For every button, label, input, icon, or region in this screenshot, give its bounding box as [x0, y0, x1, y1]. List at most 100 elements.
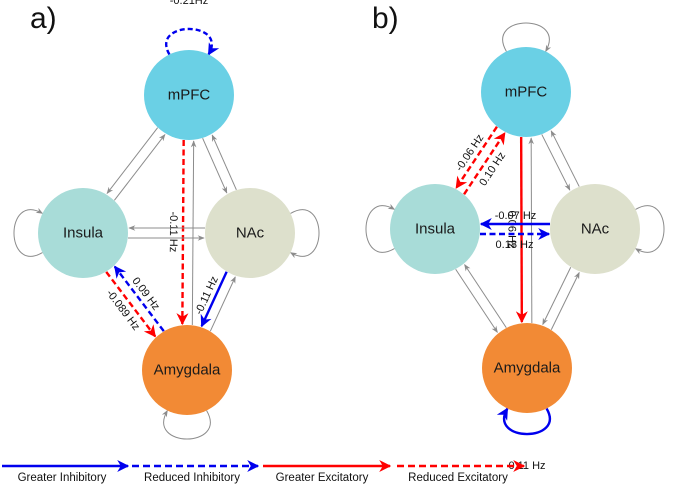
- self-loop-insula: [365, 203, 396, 253]
- edge-line: [464, 264, 507, 328]
- self-loop-mpfc: [165, 27, 220, 56]
- legend-label-greater-inhibitory: Greater Inhibitory: [18, 472, 107, 484]
- self-loop-nac: [634, 205, 665, 255]
- node-amygdala: Amygdala: [482, 323, 572, 413]
- panel-b-nodes: mPFC Insula NAc Amygdala: [390, 47, 640, 413]
- edge-label: -0.11 Hz: [167, 211, 179, 252]
- edge-nac-to-nac: [634, 205, 665, 255]
- node-mpfc-label: mPFC: [505, 84, 548, 101]
- edge-line: [113, 265, 165, 332]
- edge-mpfc-to-amygdala: 0.06 Hz: [505, 137, 528, 324]
- edge-line: [550, 271, 580, 330]
- edge-line: [190, 140, 197, 326]
- edge-label: 0.11 Hz: [508, 460, 545, 472]
- edge-line: [176, 139, 189, 326]
- legend-item-reduced-excitatory: Reduced Excitatory: [397, 460, 526, 484]
- edge-line: [105, 271, 157, 338]
- edge-mpfc-to-nac: [202, 137, 228, 194]
- edge-nac-to-mpfc: [550, 130, 580, 187]
- node-nac: NAc: [205, 188, 295, 278]
- edge-insula-to-insula: [13, 207, 44, 257]
- edge-line: [202, 137, 228, 194]
- node-nac-circle: [205, 188, 295, 278]
- legend-label-reduced-excitatory: Reduced Excitatory: [408, 472, 508, 484]
- legend: Greater Inhibitory Reduced Inhibitory Gr…: [2, 460, 526, 484]
- edge-line: [528, 137, 534, 323]
- edge-line: [550, 130, 580, 187]
- edge-mpfc-to-nac: [541, 134, 571, 191]
- edge-label: 0.18 Hz: [496, 239, 534, 251]
- node-insula: Insula: [390, 184, 480, 274]
- node-nac-label: NAc: [236, 225, 265, 242]
- edge-line: [455, 269, 498, 333]
- edge-insula-to-insula: [365, 203, 396, 253]
- panel-a: a) -0.21Hz-0.11 Hz-0.089 Hz0.09 Hz-0.11 …: [13, 0, 320, 440]
- edge-mpfc-to-mpfc: [502, 22, 552, 53]
- node-insula-label: Insula: [415, 221, 456, 238]
- edge-insula-to-mpfc: [113, 133, 166, 201]
- self-loop-amygdala: [161, 409, 211, 440]
- legend-label-greater-excitatory: Greater Excitatory: [276, 472, 369, 484]
- node-nac-label: NAc: [581, 221, 610, 238]
- node-amygdala-label: Amygdala: [494, 360, 561, 377]
- edge-line: [541, 134, 571, 191]
- edge-nac-to-mpfc: [211, 134, 237, 191]
- node-mpfc: mPFC: [144, 50, 234, 140]
- edge-line: [209, 276, 236, 332]
- panel-b: b) 0.11 Hz-0.06 Hz0.10 Hz0.06 Hz0.18 Hz-…: [365, 2, 665, 472]
- node-nac: NAc: [550, 184, 640, 274]
- edge-insula-to-nac: 0.18 Hz: [480, 228, 551, 251]
- edge-label: 0.06 Hz: [505, 211, 517, 249]
- node-nac-circle: [550, 184, 640, 274]
- node-insula: Insula: [38, 188, 128, 278]
- edge-amygdala-to-amygdala: [161, 409, 211, 440]
- self-loop-mpfc: [502, 22, 552, 53]
- edge-line: [515, 137, 528, 324]
- legend-item-reduced-inhibitory: Reduced Inhibitory: [132, 460, 260, 484]
- node-insula-label: Insula: [63, 225, 104, 242]
- edge-nac-to-amygdala: [542, 267, 572, 326]
- edge-label: -0.21Hz: [170, 0, 209, 7]
- edge-mpfc-to-amygdala: -0.11 Hz: [167, 139, 189, 326]
- self-loop-insula: [13, 207, 44, 257]
- edge-line: [542, 267, 572, 326]
- panel-a-nodes: mPFC Insula NAc Amygdala: [38, 50, 295, 415]
- edge-amygdala-to-mpfc: [190, 140, 197, 326]
- edge-line: [200, 271, 228, 328]
- edge-nac-to-nac: [289, 209, 320, 259]
- edge-nac-to-insula: -0.07 Hz: [479, 210, 550, 230]
- edge-nac-to-amygdala: -0.11 Hz: [193, 271, 228, 328]
- edge-line: [106, 127, 159, 195]
- node-insula-circle: [390, 184, 480, 274]
- edge-amygdala-to-amygdala: 0.11 Hz: [496, 407, 551, 472]
- node-amygdala-circle: [482, 323, 572, 413]
- edge-insula-to-amygdala: [455, 269, 498, 333]
- edge-amygdala-to-mpfc: [528, 137, 534, 323]
- edge-label: -0.07 Hz: [495, 210, 537, 222]
- edge-line: [211, 134, 237, 191]
- node-amygdala-label: Amygdala: [154, 362, 221, 379]
- legend-label-reduced-inhibitory: Reduced Inhibitory: [144, 472, 240, 484]
- node-insula-circle: [38, 188, 128, 278]
- self-loop-nac: [289, 209, 320, 259]
- edge-amygdala-to-insula: [464, 264, 507, 328]
- self-loop-amygdala: [496, 407, 551, 436]
- node-mpfc-circle: [144, 50, 234, 140]
- legend-item-greater-excitatory: Greater Excitatory: [263, 460, 392, 484]
- node-amygdala-circle: [142, 325, 232, 415]
- panel-a-label: a): [30, 2, 57, 35]
- edge-amygdala-to-nac: [550, 271, 580, 330]
- edge-line: [455, 126, 498, 189]
- panel-b-label: b): [372, 2, 399, 35]
- node-mpfc-circle: [481, 47, 571, 137]
- node-mpfc: mPFC: [481, 47, 571, 137]
- edge-amygdala-to-nac: [209, 276, 236, 332]
- edge-line: [463, 132, 506, 195]
- node-amygdala: Amygdala: [142, 325, 232, 415]
- edge-line: [113, 133, 166, 201]
- legend-item-greater-inhibitory: Greater Inhibitory: [2, 460, 130, 484]
- edge-mpfc-to-mpfc: -0.21Hz: [165, 0, 220, 56]
- edge-mpfc-to-insula: [106, 127, 159, 195]
- node-mpfc-label: mPFC: [168, 87, 211, 104]
